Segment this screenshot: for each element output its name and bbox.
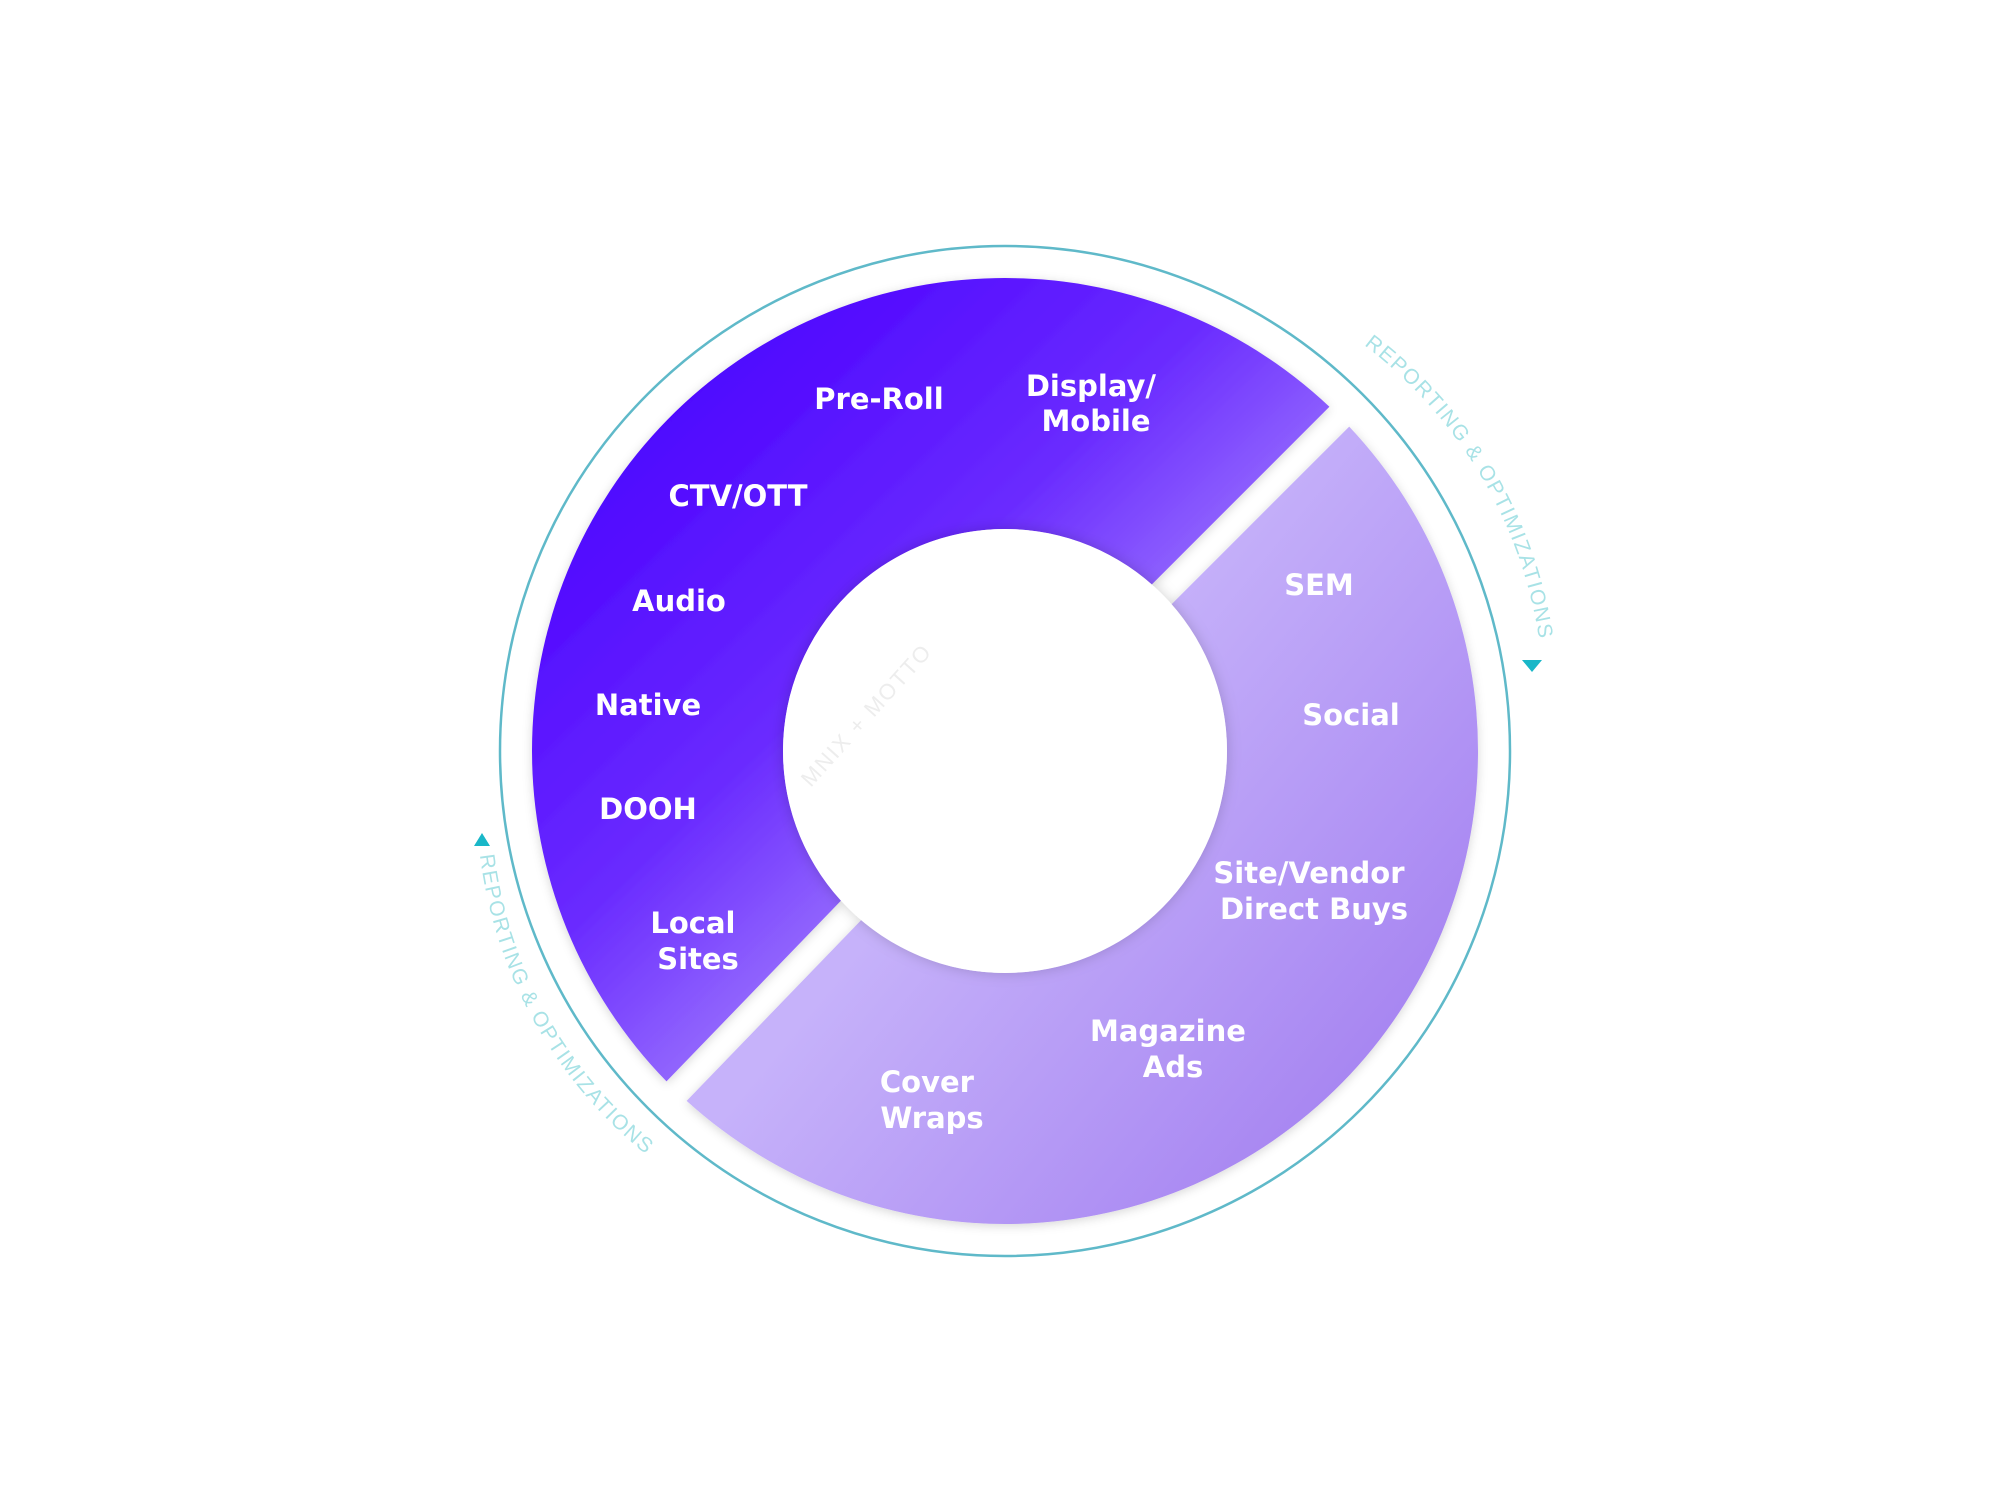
label-cover-wraps: Cover Wraps [880,1065,984,1135]
label-dooh: DOOH [599,792,697,826]
label-display-mobile: Display/ Mobile [1026,369,1166,438]
ring-arrow-left-icon [474,833,490,846]
segment-digital [532,278,1330,1082]
ring-arrow-right-icon [1522,660,1542,672]
label-sem: SEM [1284,568,1354,602]
label-audio: Audio [632,584,726,618]
label-local-sites: Local Sites [650,906,745,976]
label-native: Native [595,688,701,722]
outer-ring [498,244,1512,1258]
label-pre-roll: Pre-Roll [814,382,943,416]
label-site-vendor-direct-buys: Site/Vendor Direct Buys [1213,856,1414,926]
search-social-labels: SEM Social Site/Vendor Direct Buys Magaz… [880,568,1414,1135]
digital-labels: Pre-Roll Display/ Mobile CTV/OTT Audio N… [595,369,1166,976]
donut [532,278,1478,1224]
label-magazine-ads: Magazine Ads [1090,1014,1256,1084]
label-ctv-ott: CTV/OTT [669,479,808,513]
segment-search-social [686,426,1478,1224]
center-hub [783,529,1227,973]
label-social: Social [1302,698,1399,732]
